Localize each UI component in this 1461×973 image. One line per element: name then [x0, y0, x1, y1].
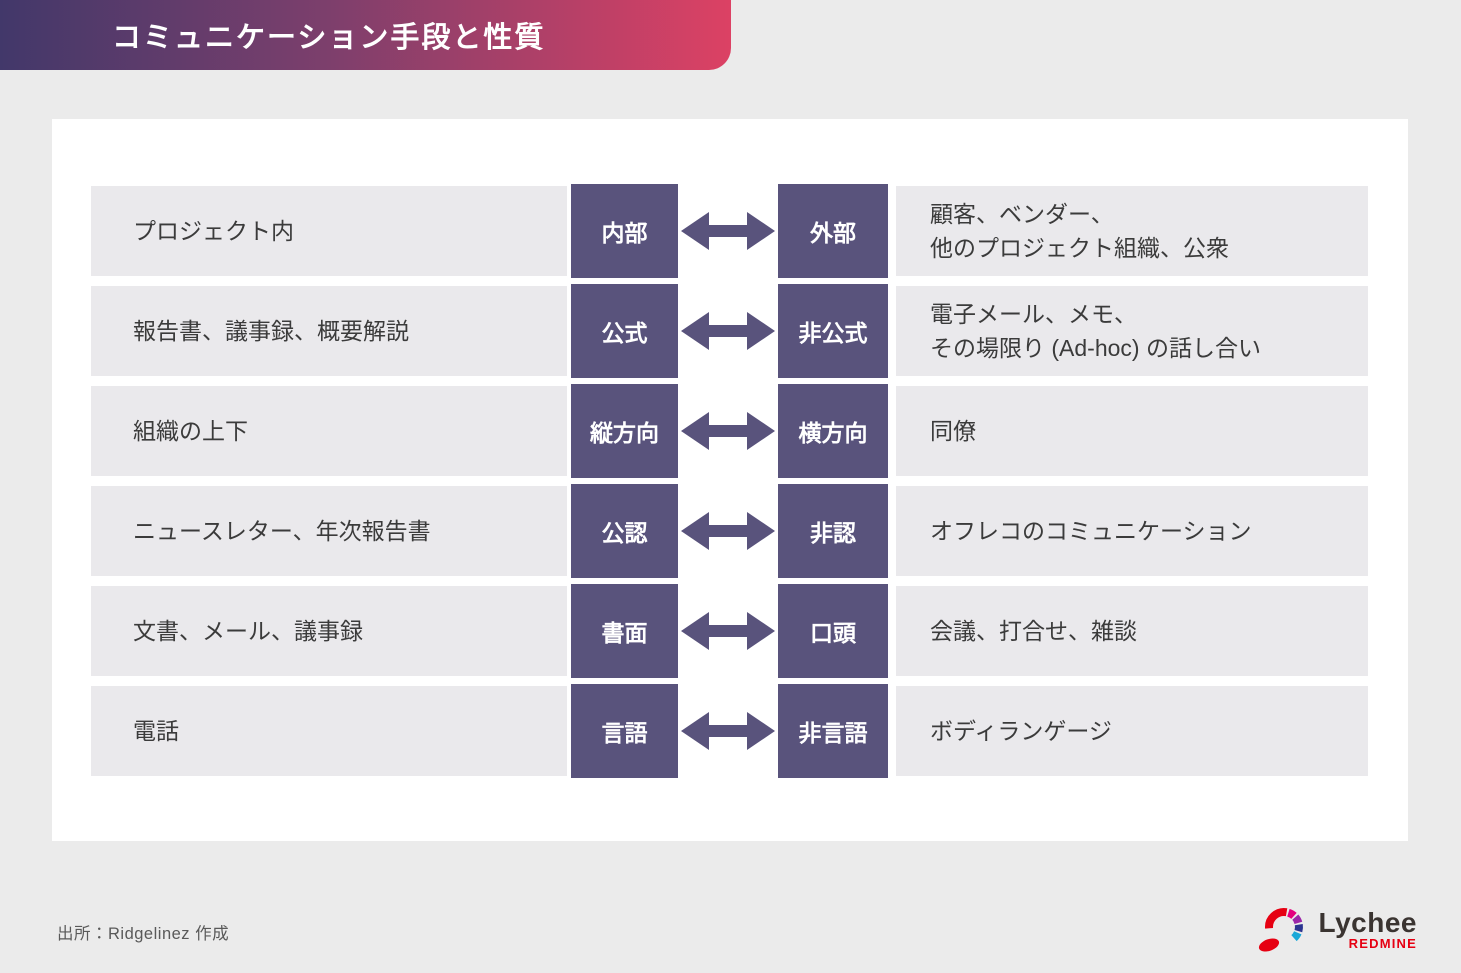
row-right-line-2: 他のプロジェクト組織、公衆 [930, 235, 1229, 261]
double-arrow-icon [678, 184, 778, 278]
row-term-right: 非認 [778, 484, 888, 578]
row-left-description: ニュースレター、年次報告書 [91, 486, 567, 576]
row-term-left: 公認 [571, 484, 678, 578]
row-right-line-1: 会議、打合せ、雑談 [930, 618, 1137, 644]
row-left-description: 報告書、議事録、概要解説 [91, 286, 567, 376]
row-term-left: 内部 [571, 184, 678, 278]
row-right-description: 電子メール、メモ、 その場限り (Ad-hoc) の話し合い [896, 286, 1368, 376]
row-left-description: 組織の上下 [91, 386, 567, 476]
table-row: 組織の上下 縦方向 横方向 同僚 [91, 384, 1368, 478]
row-right-line-2: その場限り (Ad-hoc) の話し合い [930, 335, 1261, 361]
double-arrow-icon [678, 684, 778, 778]
row-right-line-1: 電子メール、メモ、 [930, 301, 1137, 327]
row-right-description: ボディランゲージ [896, 686, 1368, 776]
table-row: ニュースレター、年次報告書 公認 非認 オフレコのコミュニケーション [91, 484, 1368, 578]
double-arrow-icon [678, 284, 778, 378]
row-term-right: 横方向 [778, 384, 888, 478]
table-row: 文書、メール、議事録 書面 口頭 会議、打合せ、雑談 [91, 584, 1368, 678]
logo-product-text: REDMINE [1348, 936, 1417, 951]
row-term-right: 非言語 [778, 684, 888, 778]
table-row: 報告書、議事録、概要解説 公式 非公式 電子メール、メモ、 その場限り (Ad-… [91, 284, 1368, 378]
row-term-left: 公式 [571, 284, 678, 378]
rows-list: プロジェクト内 内部 外部 顧客、ベンダー、 他のプロジェクト組織、公衆 報告書… [91, 184, 1368, 778]
row-left-description: 電話 [91, 686, 567, 776]
row-right-description: 同僚 [896, 386, 1368, 476]
row-left-description: プロジェクト内 [91, 186, 567, 276]
page-title: コミュニケーション手段と性質 [112, 22, 546, 54]
logo-text: Lychee REDMINE [1318, 907, 1417, 952]
double-arrow-icon [678, 584, 778, 678]
row-right-line-1: オフレコのコミュニケーション [930, 518, 1252, 544]
row-left-description: 文書、メール、議事録 [91, 586, 567, 676]
double-arrow-icon [678, 484, 778, 578]
row-right-line-1: ボディランゲージ [930, 718, 1112, 744]
lychee-logo-icon [1258, 908, 1303, 952]
lychee-redmine-logo: Lychee REDMINE [1258, 905, 1417, 955]
table-row: 電話 言語 非言語 ボディランゲージ [91, 684, 1368, 778]
source-note: 出所：Ridgelinez 作成 [57, 925, 230, 943]
row-term-left: 書面 [571, 584, 678, 678]
logo-brand-text: Lychee [1318, 907, 1417, 938]
row-term-right: 口頭 [778, 584, 888, 678]
row-right-description: オフレコのコミュニケーション [896, 486, 1368, 576]
row-term-right: 非公式 [778, 284, 888, 378]
row-right-line-1: 顧客、ベンダー、 [930, 201, 1114, 227]
header-banner: コミュニケーション手段と性質 [0, 0, 731, 70]
row-right-description: 顧客、ベンダー、 他のプロジェクト組織、公衆 [896, 186, 1368, 276]
row-right-description: 会議、打合せ、雑談 [896, 586, 1368, 676]
double-arrow-icon [678, 384, 778, 478]
row-term-left: 言語 [571, 684, 678, 778]
content-card: プロジェクト内 内部 外部 顧客、ベンダー、 他のプロジェクト組織、公衆 報告書… [52, 119, 1408, 841]
row-term-right: 外部 [778, 184, 888, 278]
row-term-left: 縦方向 [571, 384, 678, 478]
row-right-line-1: 同僚 [930, 418, 976, 444]
table-row: プロジェクト内 内部 外部 顧客、ベンダー、 他のプロジェクト組織、公衆 [91, 184, 1368, 278]
